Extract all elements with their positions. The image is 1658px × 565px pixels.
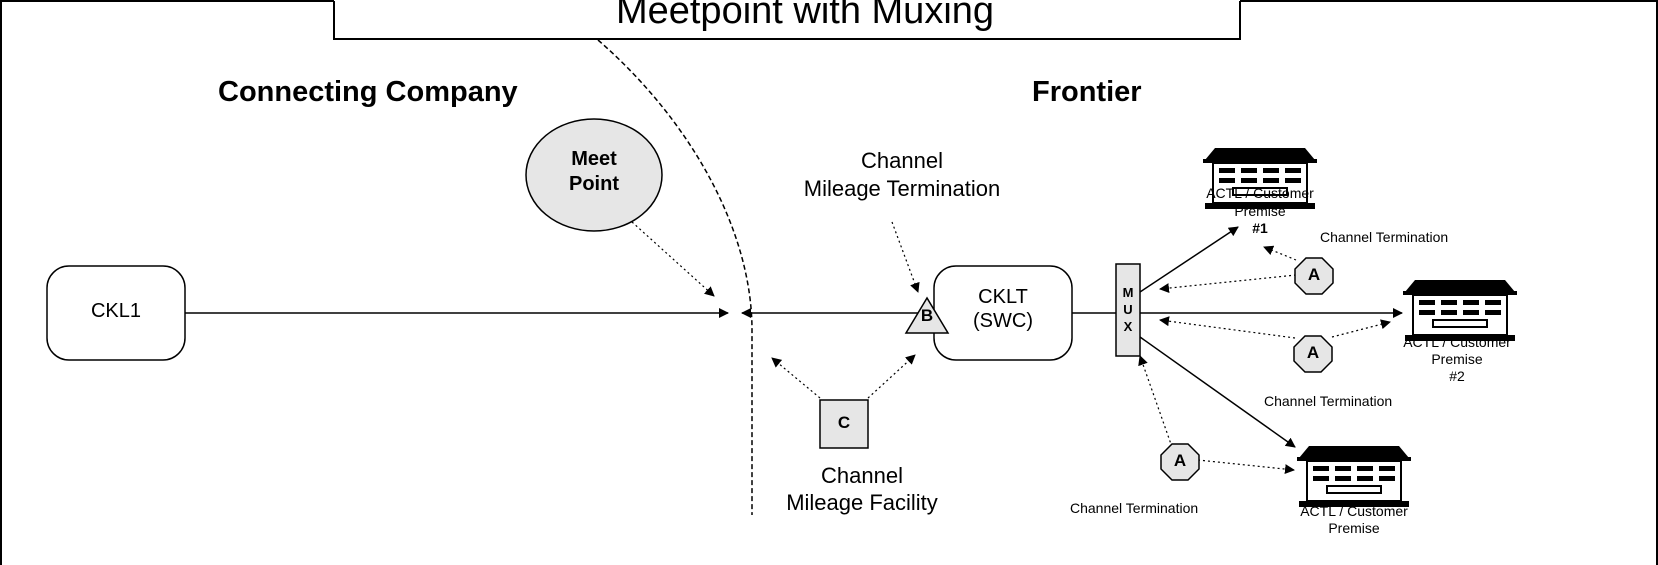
mileage-facility-label-1: Channel bbox=[821, 463, 903, 488]
marker-a-label-2: A bbox=[1306, 343, 1320, 362]
a1-pointer-mux bbox=[1159, 274, 1297, 294]
mux-letter-u: U bbox=[1123, 302, 1133, 317]
mux-letter-m: M bbox=[1122, 285, 1134, 300]
meet-point-label-1: Meet bbox=[571, 148, 617, 170]
mileage-facility-label-2: Mileage Facility bbox=[786, 490, 938, 515]
mux-to-premise1 bbox=[1139, 226, 1239, 293]
a3-pointer-mux bbox=[1138, 355, 1173, 448]
mileage-termination-label-1: Channel bbox=[861, 148, 943, 173]
facility-pointer-left bbox=[771, 357, 821, 399]
premise1-label-1: ACTL / Customer bbox=[1206, 185, 1314, 201]
marker-b-label: B bbox=[920, 306, 934, 325]
page-title: Meetpoint with Muxing bbox=[615, 0, 995, 32]
meet-point-ellipse bbox=[525, 118, 663, 232]
mux-letter-x: X bbox=[1123, 319, 1133, 334]
premise2-label-3: #2 bbox=[1449, 368, 1465, 384]
marker-a-label-3: A bbox=[1173, 451, 1187, 470]
a3-pointer-premise bbox=[1197, 459, 1295, 475]
premise3-label-2: Premise bbox=[1328, 520, 1380, 536]
a1-pointer-premise bbox=[1263, 245, 1297, 261]
a2-pointer-mux bbox=[1159, 316, 1296, 339]
marker-a-label-1: A bbox=[1307, 265, 1321, 284]
mux-box bbox=[1115, 263, 1141, 357]
mileage-termination-label-2: Mileage Termination bbox=[803, 176, 1001, 201]
marker-b-triangle bbox=[904, 296, 950, 334]
ckl1-label: CKL1 bbox=[90, 300, 142, 322]
premise1-label-3: #1 bbox=[1252, 220, 1268, 236]
premise3-building-icon bbox=[1296, 445, 1412, 508]
marker-a-octagon-1 bbox=[1294, 257, 1334, 295]
marker-a-octagon-3 bbox=[1160, 443, 1200, 481]
channel-termination-label-3: Channel Termination bbox=[1070, 500, 1199, 516]
marker-c-label: C bbox=[837, 413, 851, 432]
meet-point-pointer bbox=[631, 221, 715, 297]
marker-a-octagon-2 bbox=[1293, 335, 1333, 373]
marker-c-box bbox=[819, 399, 869, 449]
premise1-label-2: Premise bbox=[1234, 203, 1286, 219]
left-side-heading: Connecting Company bbox=[218, 76, 518, 108]
cklt-label-1: CKLT bbox=[978, 286, 1028, 308]
premise2-label-2: Premise bbox=[1431, 351, 1483, 367]
mileage-termination-pointer bbox=[891, 221, 920, 293]
boundary-line bbox=[597, 39, 753, 515]
channel-termination-label-2: Channel Termination bbox=[1264, 393, 1393, 409]
cklt-label-2: (SWC) bbox=[973, 310, 1033, 332]
facility-pointer-right bbox=[867, 354, 916, 399]
channel-termination-label-1: Channel Termination bbox=[1320, 229, 1449, 245]
title-box bbox=[333, 1, 1241, 40]
mux-to-premise3 bbox=[1139, 336, 1296, 448]
right-side-heading: Frontier bbox=[1032, 76, 1142, 108]
meet-point-label-2: Point bbox=[569, 173, 619, 195]
premise3-label-1: ACTL / Customer bbox=[1300, 503, 1408, 519]
premise2-label-1: ACTL / Customer bbox=[1403, 334, 1511, 350]
premise2-building-icon bbox=[1402, 279, 1518, 342]
